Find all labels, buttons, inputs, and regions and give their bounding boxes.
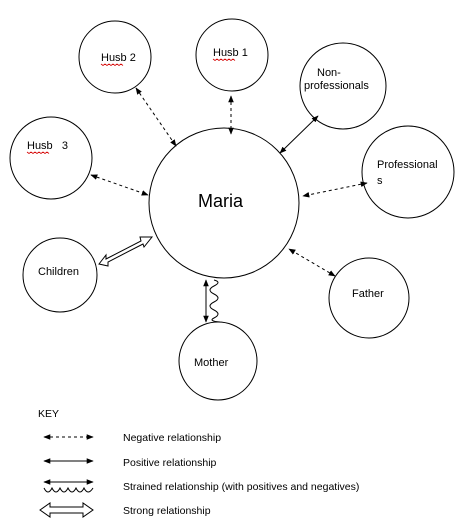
relationship-father-negative [288,248,336,277]
relationship-husb2-negative [135,87,177,147]
key-strong-label: Strong relationship [123,505,211,517]
relationship-non-professionals-positive [279,115,319,154]
professionals-label-line2: s [377,175,383,187]
maria-circle [148,127,300,279]
father-circle [328,257,410,339]
key-strong-symbol [39,502,94,518]
husb1-circle [195,18,269,92]
professionals-circle [361,125,455,219]
non-professionals-circle [299,42,387,130]
non-professionals-label-line2: professionals [304,80,369,92]
relationship-husb3-negative [90,174,149,196]
key-strained-symbol [43,479,94,493]
husb3-circle [9,116,93,200]
maria-label: Maria [198,191,244,211]
key-strained-label: Strained relationship (with positives an… [123,481,359,493]
spellcheck-underline [26,151,50,154]
husb2-circle [78,20,152,94]
husb2-label: Husb 2 [101,52,136,64]
key-title: KEY [38,408,59,420]
professionals-label-line1: Professional [377,159,438,171]
father-label: Father [352,288,384,300]
children-circle [22,237,98,313]
non-professionals-label-line1: Non- [317,67,341,79]
husb3-label: Husb 3 [27,140,68,152]
children-label: Children [38,266,79,278]
relationship-professionals-negative [302,181,368,198]
key-positive-label: Positive relationship [123,457,217,469]
relationship-children-strong [98,236,154,267]
key-negative-label: Negative relationship [123,432,221,444]
husb1-label: Husb 1 [213,47,248,59]
spellcheck-underline [212,58,236,61]
spellcheck-underline [100,63,124,66]
relationship-mother-strained-wave [209,279,221,323]
mother-label: Mother [194,357,229,369]
